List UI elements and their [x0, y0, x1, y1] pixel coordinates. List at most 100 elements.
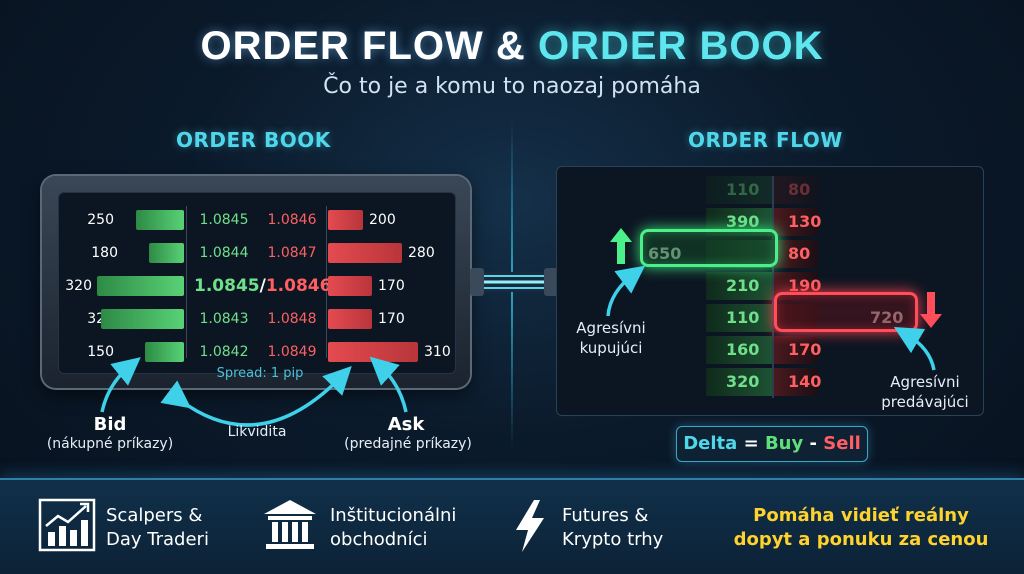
- bid-arrow: [100, 357, 141, 413]
- buy-volume: 110: [726, 308, 760, 327]
- buy-volume-cell: [706, 272, 772, 300]
- sell-volume: 170: [788, 340, 822, 359]
- title-ampersand: &: [495, 24, 526, 68]
- order-flow-heading: ORDER FLOW: [688, 128, 843, 152]
- buy-volume-cell: [706, 336, 772, 364]
- sell-volume-cell: [774, 176, 818, 204]
- bid-volume-bar: [136, 210, 184, 230]
- ask-price: 1.0849: [267, 344, 317, 360]
- mid-price-slash: /: [259, 276, 266, 296]
- scalpers-line2: Day Traderi: [106, 529, 209, 550]
- highlight-line2: dopyt a ponuku za cenou: [733, 529, 989, 550]
- order-book-heading: ORDER BOOK: [176, 128, 331, 152]
- ask-volume-bar: [328, 309, 372, 329]
- bid-volume-bar: [149, 243, 184, 263]
- sell-volume: 80: [788, 180, 811, 199]
- bid-price: 1.0842: [199, 344, 249, 360]
- highlight-line1: Pomáha vidieť reálny: [753, 505, 969, 526]
- bottom-item-institutions: Inštitucionálni obchodníci: [330, 504, 456, 552]
- bid-price: 1.0843: [199, 311, 249, 327]
- ask-quantity: 310: [424, 344, 451, 360]
- bid-quantity: 320: [65, 278, 92, 294]
- order-flow-axis: [772, 176, 774, 398]
- seller-label-line2: predávajúci: [881, 393, 969, 411]
- bid-quantity: 180: [91, 245, 118, 261]
- bottom-item-futures: Futures & Krypto trhy: [562, 504, 663, 552]
- seller-callout-arrow: [893, 326, 936, 371]
- title-order-flow: ORDER FLOW: [200, 24, 484, 68]
- sell-volume-cell: [774, 208, 818, 236]
- bid-volume-bar: [101, 309, 184, 329]
- mid-bid-price: 1.0845: [194, 276, 260, 296]
- bank-icon: [264, 500, 316, 549]
- ask-price: 1.0847: [267, 245, 317, 261]
- liquidity-arc: [160, 365, 352, 427]
- highlight-message: Pomáha vidieť reálny dopyt a ponuku za c…: [728, 504, 994, 552]
- order-book-separator-left: [186, 206, 187, 358]
- bottom-item-scalpers: Scalpers & Day Traderi: [106, 504, 209, 552]
- delta-sell: Sell: [823, 433, 861, 454]
- lightning-icon: [516, 500, 544, 552]
- bottom-bar: [0, 478, 1024, 574]
- buy-volume-cell: [706, 176, 772, 204]
- ask-volume-bar: [328, 243, 402, 263]
- bid-label: Bid: [93, 414, 127, 435]
- page-subtitle: Čo to je a komu to naozaj pomáha: [323, 74, 701, 99]
- ask-arrow: [369, 356, 408, 413]
- buy-volume-cell: [706, 304, 772, 332]
- ask-quantity: 200: [369, 212, 396, 228]
- chart-up-icon: [38, 498, 96, 552]
- ask-sublabel: (predajné príkazy): [344, 436, 472, 452]
- ask-volume-bar: [328, 276, 372, 296]
- seller-label-line1: Agresívni: [890, 373, 960, 391]
- buyer-label-line1: Agresívni: [576, 319, 646, 337]
- aggressive-buyers-label: Agresívni kupujúci: [566, 318, 656, 358]
- scalpers-line1: Scalpers &: [106, 505, 203, 526]
- sell-volume: 140: [788, 372, 822, 391]
- delta-equals: =: [743, 433, 759, 454]
- ask-label: Ask: [387, 414, 425, 435]
- aggressive-sell-box: [774, 292, 918, 332]
- mid-price: 1.0845/1.0846: [194, 276, 331, 296]
- sell-volume: 130: [788, 212, 822, 231]
- bid-volume-bar: [97, 276, 184, 296]
- bid-price: 1.0845: [199, 212, 249, 228]
- bid-price: 1.0844: [199, 245, 249, 261]
- connector: [470, 268, 558, 296]
- buy-volume-cell: [706, 368, 772, 396]
- buy-volume: 110: [726, 180, 760, 199]
- title-order-book: ORDER BOOK: [537, 24, 824, 68]
- delta-minus: -: [809, 433, 817, 454]
- sell-volume-cell: [774, 240, 818, 268]
- ask-price: 1.0848: [267, 311, 317, 327]
- bid-sublabel: (nákupné príkazy): [46, 436, 174, 452]
- ask-quantity: 170: [378, 278, 405, 294]
- ask-volume-bar: [328, 210, 363, 230]
- buyer-callout-arrow: [606, 265, 646, 317]
- order-book-separator-right: [326, 206, 327, 358]
- sell-volume-cell: [774, 368, 818, 396]
- institutions-line1: Inštitucionálni: [330, 505, 457, 526]
- liquidity-label: Likvidita: [227, 424, 287, 440]
- delta-formula: Delta = Buy - Sell: [676, 426, 868, 462]
- delta-buy: Buy: [764, 433, 804, 454]
- sell-volume: 80: [788, 244, 811, 263]
- ask-quantity: 280: [408, 245, 435, 261]
- page-title: ORDER FLOW & ORDER BOOK: [0, 24, 1024, 69]
- futures-line1: Futures &: [562, 505, 649, 526]
- bid-volume-bar: [145, 342, 184, 362]
- arrow-up-icon: [610, 228, 632, 264]
- buy-volume: 390: [726, 212, 760, 231]
- mid-ask-price: 1.0846: [265, 276, 332, 296]
- aggressive-sellers-label: Agresívni predávajúci: [870, 372, 980, 412]
- buyer-label-line2: kupujúci: [579, 339, 643, 357]
- sell-volume: 190: [788, 276, 822, 295]
- buy-volume: 320: [726, 372, 760, 391]
- futures-line2: Krypto trhy: [562, 529, 664, 550]
- bid-quantity: 250: [87, 212, 114, 228]
- bid-quantity: 150: [87, 344, 114, 360]
- liquidity-arrows: [100, 356, 408, 427]
- aggressive-buy-box: [640, 229, 778, 267]
- delta-word: Delta: [683, 433, 738, 454]
- ask-quantity: 170: [378, 311, 405, 327]
